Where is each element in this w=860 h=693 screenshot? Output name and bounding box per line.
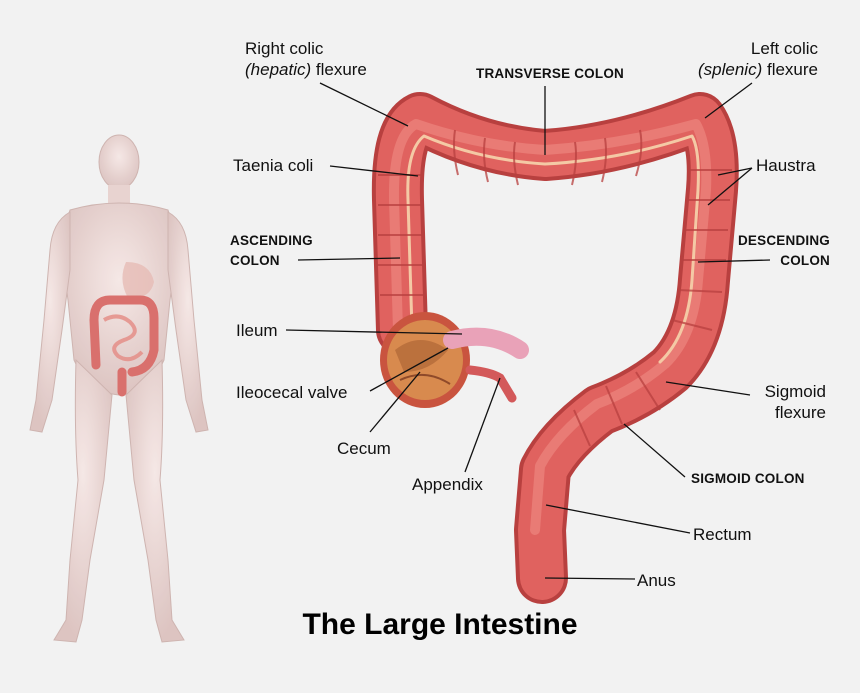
label-right-colic-rest: flexure <box>311 60 367 79</box>
label-ileocecal-valve: Ileocecal valve <box>236 383 348 402</box>
label-descending-line2: COLON <box>780 253 830 268</box>
human-body-figure <box>29 134 209 643</box>
diagram-title: The Large Intestine <box>302 608 578 641</box>
label-left-colic-italic: (splenic) <box>698 60 763 79</box>
label-left-colic-line2: (splenic) flexure <box>660 59 818 80</box>
label-right-colic-flexure: Right colic (hepatic) flexure <box>245 38 367 80</box>
label-left-colic-flexure: Left colic (splenic) flexure <box>660 38 818 80</box>
body-small-intestine <box>103 314 144 362</box>
leader-lines <box>285 82 771 580</box>
ileum <box>443 327 529 359</box>
haustra-segments <box>378 129 732 447</box>
label-cecum: Cecum <box>337 439 391 458</box>
label-ascending-colon: ASCENDING COLON <box>230 231 313 271</box>
label-anus: Anus <box>637 571 676 590</box>
label-descending-line1: DESCENDING <box>737 233 830 248</box>
label-sigmoid-flexure: Sigmoid flexure <box>700 381 826 423</box>
body-colon <box>89 295 159 397</box>
appendix <box>465 365 517 403</box>
label-left-colic-rest: flexure <box>762 60 818 79</box>
label-appendix: Appendix <box>412 475 483 494</box>
label-rectum: Rectum <box>693 525 752 544</box>
label-right-colic-line2: (hepatic) flexure <box>245 59 367 80</box>
label-left-colic-line1: Left colic <box>750 39 818 58</box>
large-intestine <box>371 92 739 604</box>
label-haustra: Haustra <box>756 156 816 175</box>
label-sigmoid-colon: SIGMOID COLON <box>691 471 805 486</box>
label-sigmoid-flexure-line2: flexure <box>774 403 826 422</box>
label-ileum: Ileum <box>236 321 278 340</box>
label-taenia-coli: Taenia coli <box>233 156 314 175</box>
label-descending-colon: DESCENDING COLON <box>700 231 830 271</box>
label-right-colic-italic: (hepatic) <box>245 60 312 79</box>
label-ascending-line1: ASCENDING <box>230 233 313 248</box>
label-right-colic-line1: Right colic <box>245 39 324 58</box>
label-sigmoid-flexure-line1: Sigmoid <box>764 382 826 401</box>
label-transverse-colon: TRANSVERSE COLON <box>476 66 624 81</box>
label-ascending-line2: COLON <box>230 253 280 268</box>
